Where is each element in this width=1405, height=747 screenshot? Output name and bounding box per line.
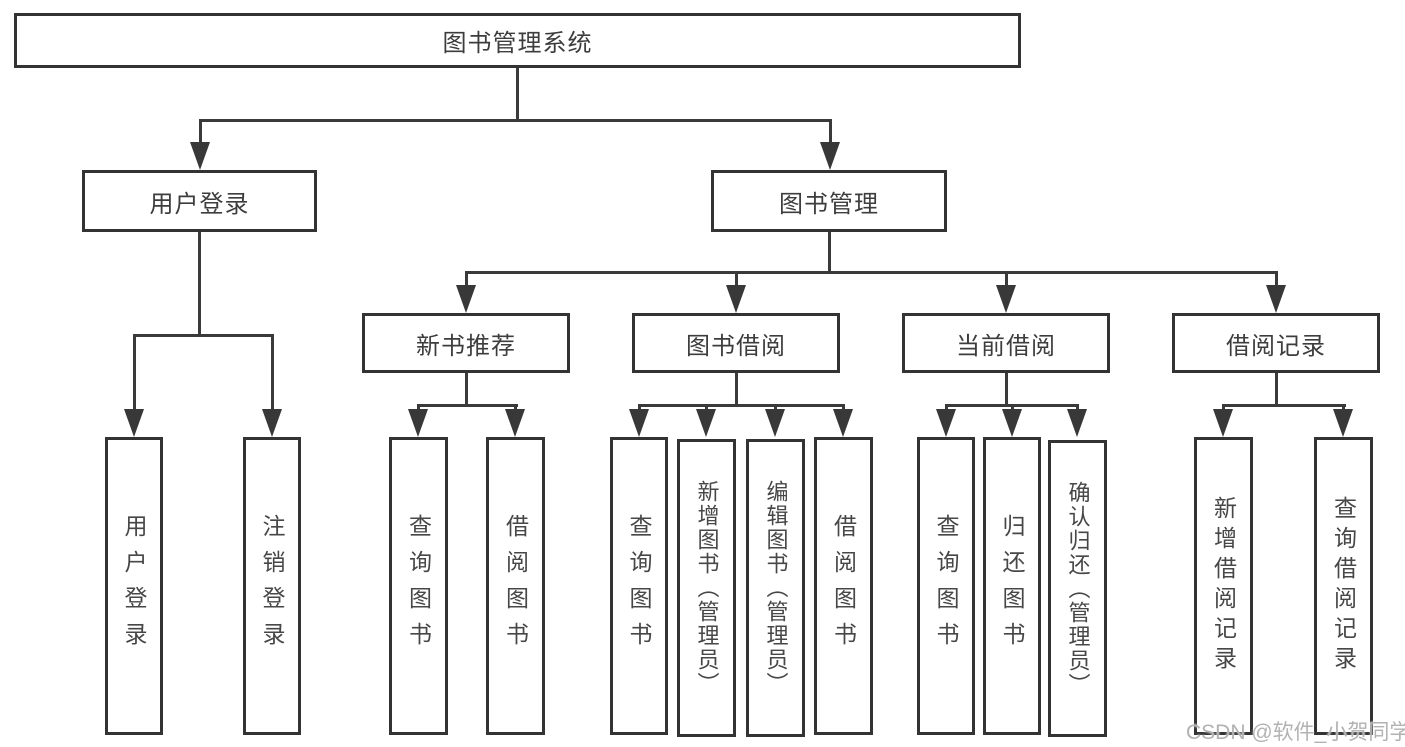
leaf-query-borrow-record-label: 查询借阅记录: [1330, 496, 1357, 676]
connector-root-drop: [516, 68, 519, 121]
node-user-login-label: 用户登录: [149, 190, 250, 218]
arrow-to-current: [996, 285, 1016, 313]
connector-l3-3-shaft: [1005, 271, 1008, 289]
connector-g4-drop: [1275, 372, 1278, 407]
node-book-management-label: 图书管理: [779, 190, 879, 218]
node-new-book-recommend: 新书推荐: [362, 313, 570, 373]
leaf-query-books-1-label: 查询图书: [405, 514, 432, 658]
node-current-borrowing: 当前借阅: [902, 313, 1110, 373]
node-book-borrowing: 图书借阅: [632, 313, 840, 373]
arrow-to-g2c1: [629, 409, 649, 437]
arrow-to-g4c2: [1333, 409, 1353, 437]
arrow-to-userlogin: [190, 142, 210, 170]
leaf-edit-books-admin: 编辑图书（管理员）: [746, 439, 805, 737]
arrow-to-g2c2: [696, 409, 716, 437]
connector-g1-span: [417, 404, 518, 407]
connector-g3-drop: [1005, 372, 1008, 407]
connector-ul-child1-shaft: [133, 334, 136, 414]
leaf-add-books-admin: 新增图书（管理员）: [677, 439, 736, 737]
leaf-borrow-books-2: 借阅图书: [814, 437, 873, 735]
arrow-to-g3c1: [936, 409, 956, 437]
arrow-to-g4c1: [1213, 409, 1233, 437]
leaf-borrow-books-1: 借阅图书: [486, 437, 545, 735]
leaf-query-books-3-label: 查询图书: [933, 514, 959, 658]
arrow-to-ul-child1: [124, 409, 144, 437]
leaf-logout-label: 注销登录: [259, 514, 285, 658]
leaf-edit-books-admin-label: 编辑图书（管理员）: [763, 480, 789, 696]
connector-g1-drop: [465, 372, 468, 407]
leaf-return-books: 归还图书: [983, 437, 1041, 735]
node-book-borrowing-label: 图书借阅: [686, 332, 786, 360]
leaf-return-books-label: 归还图书: [999, 514, 1025, 658]
arrow-to-bookmgmt: [820, 142, 840, 170]
leaf-user-login: 用户登录: [105, 437, 163, 735]
node-root-label: 图书管理系统: [442, 30, 593, 57]
arrow-to-g2c4: [833, 409, 853, 437]
connector-root-span: [199, 119, 831, 122]
leaf-user-login-label: 用户登录: [121, 514, 147, 658]
arrow-to-ul-child2: [262, 409, 282, 437]
connector-bookmgmt-drop: [828, 232, 831, 274]
leaf-add-borrow-record-label: 新增借阅记录: [1210, 496, 1237, 676]
leaf-add-books-admin-label: 新增图书（管理员）: [694, 480, 720, 696]
leaf-borrow-books-1-label: 借阅图书: [502, 514, 529, 658]
connector-ul-child2-shaft: [271, 334, 274, 414]
arrow-to-g3c3: [1067, 409, 1087, 437]
arrow-to-borrowing: [726, 285, 746, 313]
leaf-query-books-3: 查询图书: [917, 437, 975, 735]
node-root-system: 图书管理系统: [14, 13, 1021, 68]
leaf-confirm-return-admin-label: 确认归还（管理员）: [1065, 480, 1091, 697]
connector-g2-span: [638, 404, 845, 407]
leaf-query-borrow-record: 查询借阅记录: [1314, 437, 1373, 735]
node-borrowing-records: 借阅记录: [1172, 313, 1380, 373]
connector-g2-drop: [735, 372, 738, 407]
arrow-to-g3c2: [1002, 409, 1022, 437]
connector-bookmgmt-span: [465, 271, 1278, 274]
node-user-login: 用户登录: [82, 170, 317, 232]
arrow-to-g1c2: [505, 409, 525, 437]
connector-l3-2-shaft: [735, 271, 738, 289]
arrow-to-g1c1: [408, 409, 428, 437]
leaf-query-books-1: 查询图书: [389, 437, 448, 735]
leaf-add-borrow-record: 新增借阅记录: [1194, 437, 1253, 735]
arrow-to-g2c3: [765, 409, 785, 437]
connector-userlogin-shaft: [199, 119, 202, 147]
connector-l3-4-shaft: [1275, 271, 1278, 289]
node-new-book-recommend-label: 新书推荐: [416, 332, 516, 360]
connector-userlogin-drop: [198, 232, 201, 337]
connector-l3-1-shaft: [465, 271, 468, 289]
csdn-watermark: CSDN @软件_小贺同学: [1186, 721, 1405, 744]
leaf-logout: 注销登录: [243, 437, 301, 735]
leaf-borrow-books-2-label: 借阅图书: [830, 514, 857, 658]
leaf-query-books-2: 查询图书: [610, 437, 668, 735]
leaf-confirm-return-admin: 确认归还（管理员）: [1048, 440, 1107, 737]
node-borrowing-records-label: 借阅记录: [1226, 332, 1326, 360]
connector-userlogin-span: [133, 334, 274, 337]
node-current-borrowing-label: 当前借阅: [956, 332, 1056, 360]
arrow-to-records: [1266, 285, 1286, 313]
leaf-query-books-2-label: 查询图书: [626, 514, 652, 658]
node-book-management: 图书管理: [711, 170, 947, 232]
connector-bookmgmt-shaft: [829, 119, 832, 147]
connector-g4-span: [1222, 404, 1346, 407]
arrow-to-newbooks: [456, 285, 476, 313]
